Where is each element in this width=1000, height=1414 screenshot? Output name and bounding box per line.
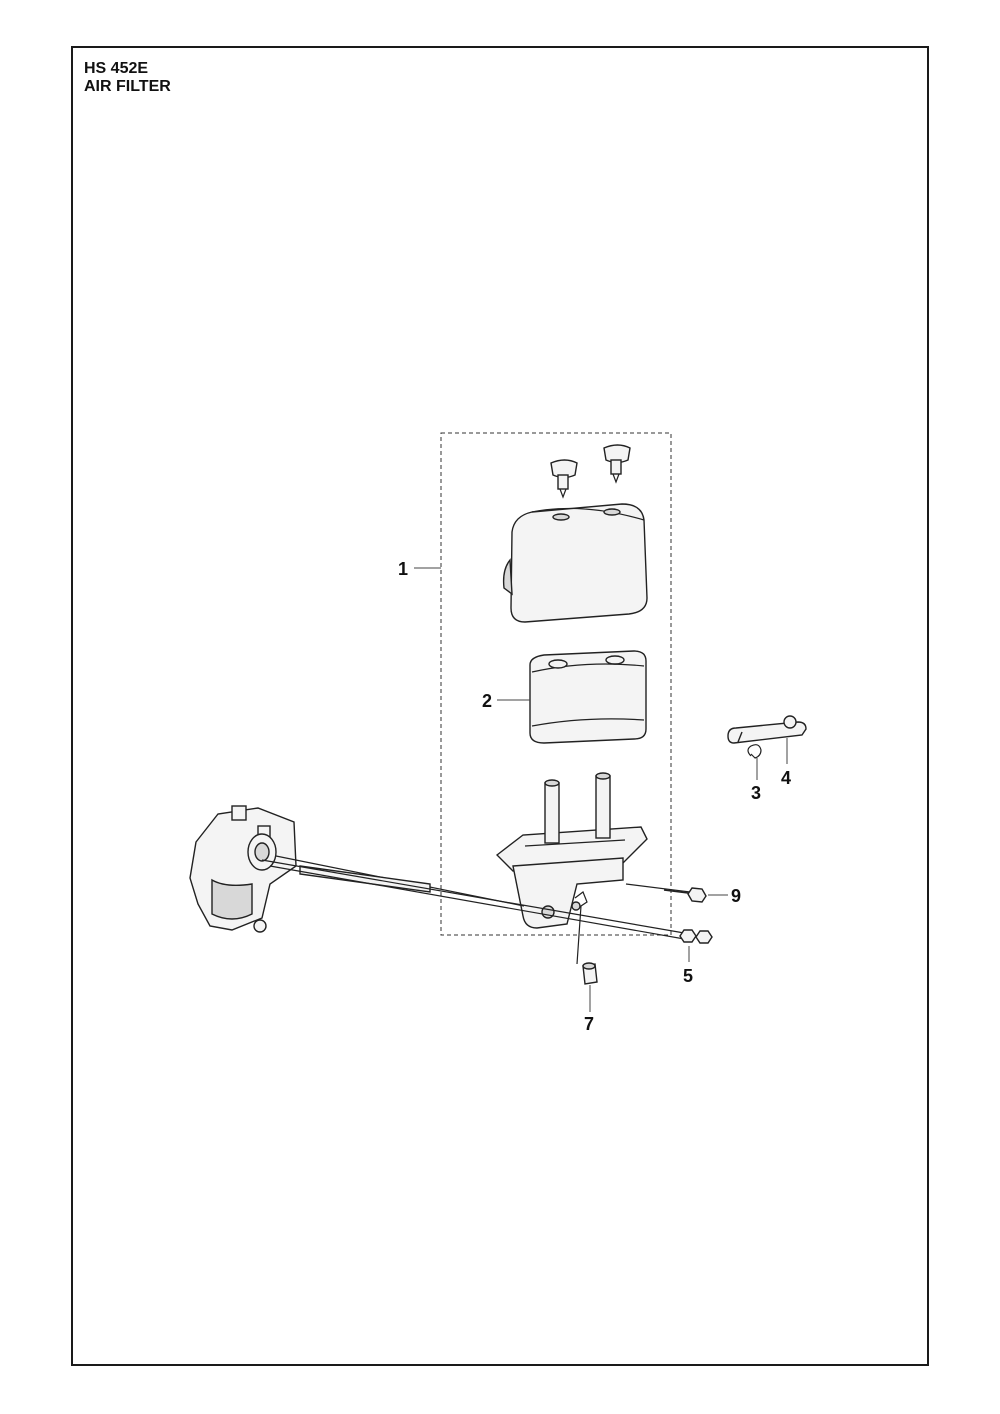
callout-7: 7 (584, 1014, 594, 1034)
callout-5: 5 (683, 966, 693, 986)
nuts (679, 929, 713, 944)
kit-boundary-box (440, 432, 672, 936)
mounting-studs (261, 855, 691, 941)
carburetor (189, 805, 297, 933)
air-filter-base (495, 772, 648, 929)
section-name: AIR FILTER (84, 78, 171, 95)
knob-left (550, 459, 578, 499)
leader-lines (414, 567, 788, 1012)
callout-9: 9 (731, 886, 741, 906)
knob-right (603, 444, 631, 484)
callout-2: 2 (482, 691, 492, 711)
clip (747, 744, 762, 759)
air-filter-cover (502, 503, 648, 623)
callout-4: 4 (781, 768, 791, 788)
model-name: HS 452E (84, 60, 149, 77)
callout-3: 3 (751, 783, 761, 803)
page-title: HS 452E AIR FILTER (84, 60, 171, 96)
page-frame (71, 46, 929, 1366)
filter-element (529, 650, 647, 744)
breather-tube (574, 891, 598, 985)
callout-1: 1 (398, 559, 408, 579)
pin (727, 715, 807, 744)
bolt (625, 883, 707, 903)
